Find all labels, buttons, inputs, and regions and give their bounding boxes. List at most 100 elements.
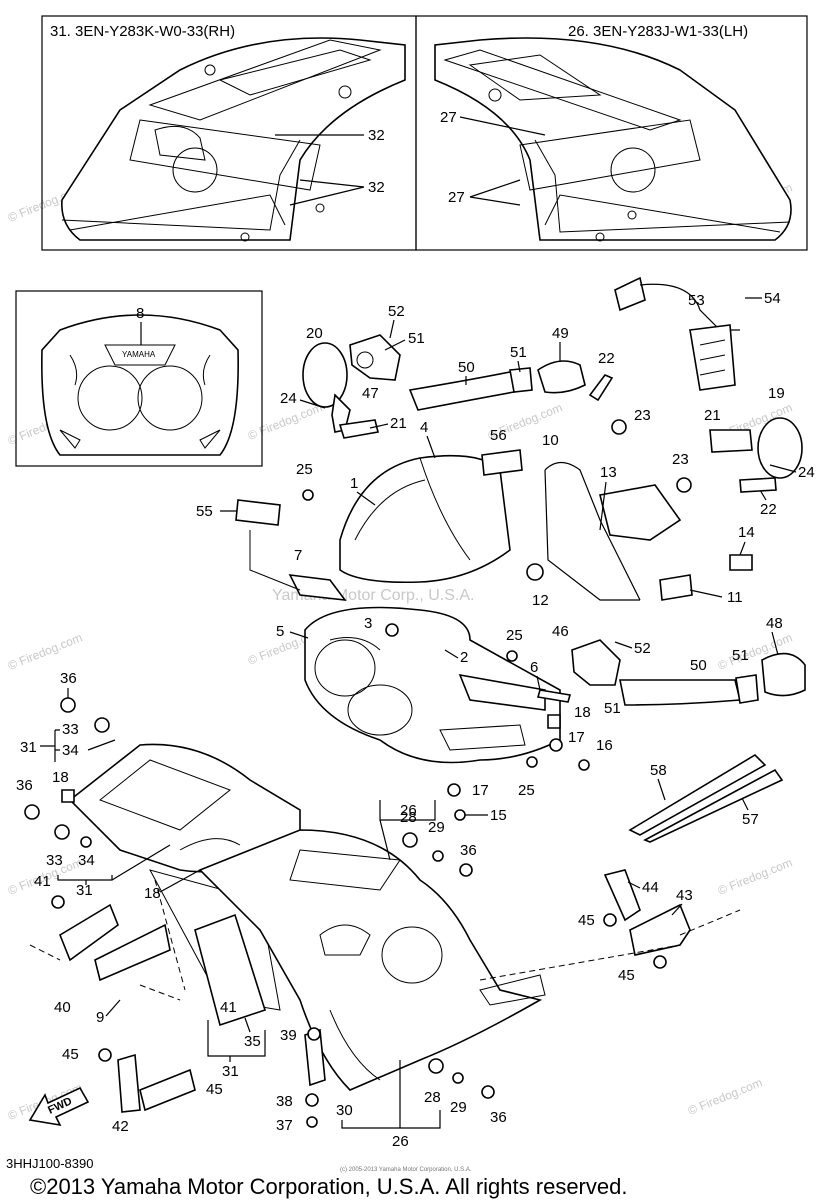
- callout-18-mid: 18: [144, 885, 161, 902]
- callout-23-upper: 23: [634, 407, 651, 424]
- callout-44: 44: [642, 879, 659, 896]
- callout-3: 3: [364, 615, 372, 632]
- callout-47: 47: [362, 385, 379, 402]
- callout-24-left: 24: [280, 390, 297, 407]
- bracket-44-drawing: [603, 869, 641, 922]
- diagram-code: 3HHJ100-8390: [6, 1156, 93, 1171]
- front-cowling-drawing: [304, 606, 561, 764]
- callout-6: 6: [530, 659, 538, 676]
- callout-36-c: 36: [460, 842, 477, 859]
- side-cowling-lh-drawing: [434, 37, 792, 242]
- callout-16: 16: [596, 737, 613, 754]
- panel-box-lh: [415, 15, 808, 251]
- inset-box-front-cowl: [15, 290, 263, 467]
- callout-51-lower-a: 51: [604, 700, 621, 717]
- watermark-3: © Firedog.com: [6, 630, 84, 673]
- callout-41-b: 41: [220, 999, 237, 1016]
- callout-31-c: 31: [222, 1063, 239, 1080]
- callout-53: 53: [688, 292, 705, 309]
- callout-4: 4: [420, 419, 428, 436]
- callout-54: 54: [764, 290, 781, 307]
- callout-45-a: 45: [578, 912, 595, 929]
- callout-26-upper: 26: [400, 802, 417, 819]
- callout-19: 19: [768, 385, 785, 402]
- callout-56: 56: [490, 427, 507, 444]
- callout-1: 1: [350, 475, 358, 492]
- air-duct-lower-drawing: [571, 639, 806, 706]
- callout-24-right: 24: [798, 464, 815, 481]
- callout-27-lower: 27: [448, 189, 465, 206]
- callout-34-b: 34: [78, 852, 95, 869]
- callout-13: 13: [600, 464, 617, 481]
- side-cowling-31-drawing: [68, 743, 301, 1011]
- callout-38: 38: [276, 1093, 293, 1110]
- side-cowling-rh-drawing: [61, 37, 406, 242]
- callout-43: 43: [676, 887, 693, 904]
- strip-57-drawing: [643, 768, 784, 843]
- callout-32-lower: 32: [368, 179, 385, 196]
- fwd-arrow-icon: FWD: [28, 1086, 90, 1127]
- callout-51-upper-b: 51: [510, 344, 527, 361]
- front-cowl-decal-drawing: YAMAHA: [41, 314, 239, 456]
- callout-28-lower: 28: [424, 1089, 441, 1106]
- callout-52-lower: 52: [634, 640, 651, 657]
- callout-29-upper: 29: [428, 819, 445, 836]
- callout-57: 57: [742, 811, 759, 828]
- callout-33-a: 33: [62, 721, 79, 738]
- callout-18-right: 18: [574, 704, 591, 721]
- cowling-stay-drawing: [544, 461, 693, 601]
- callout-51-lower-b: 51: [732, 647, 749, 664]
- callout-30: 30: [336, 1102, 353, 1119]
- callout-20: 20: [306, 325, 323, 342]
- callout-46: 46: [552, 623, 569, 640]
- bracket-43-drawing: [629, 903, 691, 956]
- callout-8: 8: [136, 305, 144, 322]
- inner-panel-drawing: [194, 913, 266, 1027]
- stay-bracket-right-drawing: [614, 276, 740, 391]
- callout-22-upper: 22: [598, 350, 615, 367]
- callout-45-c: 45: [62, 1046, 79, 1063]
- callout-49: 49: [552, 325, 569, 342]
- callout-29-lower: 29: [450, 1099, 467, 1116]
- callout-14: 14: [738, 524, 755, 541]
- callout-34-a: 34: [62, 742, 79, 759]
- side-cowling-26-drawing: [198, 829, 546, 1091]
- callout-15: 15: [490, 807, 507, 824]
- strip-58-drawing: [628, 753, 767, 836]
- callout-39: 39: [280, 1027, 297, 1044]
- callout-58: 58: [650, 762, 667, 779]
- callout-23-right: 23: [672, 451, 689, 468]
- callout-25-lower: 25: [518, 782, 535, 799]
- callout-52-upper: 52: [388, 303, 405, 320]
- callout-26-lower: 26: [392, 1133, 409, 1150]
- callout-28-upper: 28: [400, 809, 417, 826]
- mirror-right-drawing: [709, 417, 803, 479]
- callout-31-a: 31: [20, 739, 37, 756]
- callout-12: 12: [532, 592, 549, 609]
- bracket-42-drawing: [117, 1053, 196, 1113]
- callout-5: 5: [276, 623, 284, 640]
- callout-17-lower: 17: [472, 782, 489, 799]
- callout-40: 40: [54, 999, 71, 1016]
- bracket-40-drawing: [29, 903, 181, 1001]
- callout-45-d: 45: [206, 1081, 223, 1098]
- callout-55: 55: [196, 503, 213, 520]
- air-duct-upper-drawing: [349, 334, 586, 411]
- callout-22-right: 22: [760, 501, 777, 518]
- callout-31-b: 31: [76, 882, 93, 899]
- callout-27-upper: 27: [440, 109, 457, 126]
- callout-45-b: 45: [618, 967, 635, 984]
- callout-25-mid: 25: [506, 627, 523, 644]
- callout-33-b: 33: [46, 852, 63, 869]
- callout-35: 35: [244, 1033, 261, 1050]
- callout-42: 42: [112, 1118, 129, 1135]
- callout-25-upper: 25: [296, 461, 313, 478]
- callout-36-a: 36: [60, 670, 77, 687]
- watermark-13: © Firedog.com: [686, 1075, 764, 1118]
- callout-21-left: 21: [390, 415, 407, 432]
- callout-36-d: 36: [490, 1109, 507, 1126]
- decal-yamaha-text: YAMAHA: [122, 350, 156, 359]
- fine-print: (c) 2005-2013 Yamaha Motor Corporation, …: [340, 1167, 472, 1173]
- callout-50-lower: 50: [690, 657, 707, 674]
- callout-7: 7: [294, 547, 302, 564]
